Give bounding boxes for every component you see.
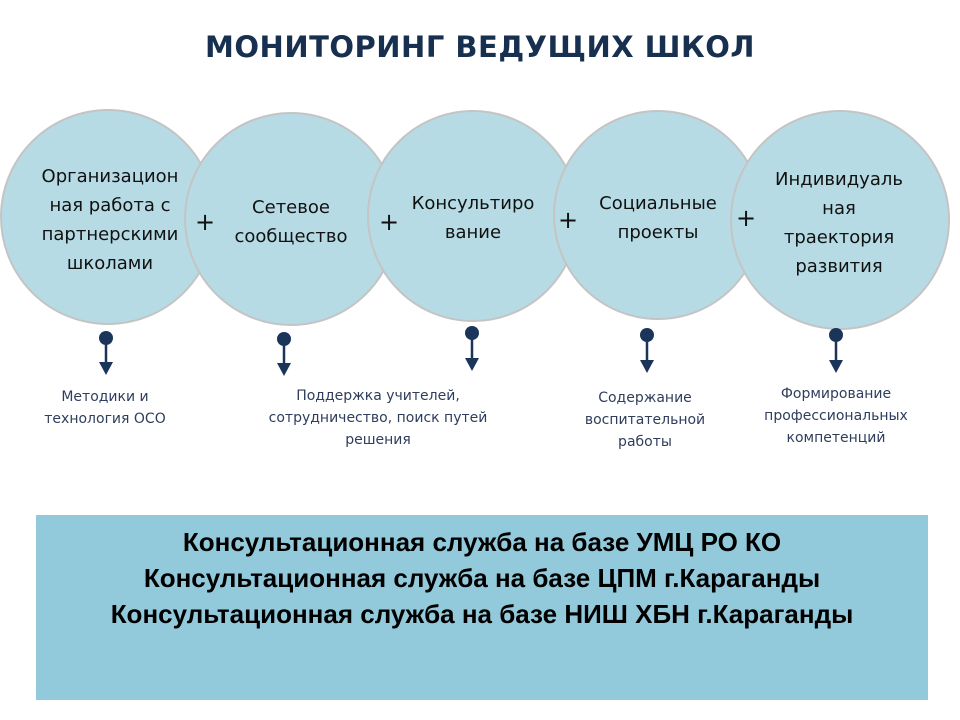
note-2: Поддержка учителей, сотрудничество, поис…: [268, 388, 488, 448]
service-line: Консультационная служба на базе НИШ ХБН …: [110, 599, 854, 629]
arrow-icon-1: [99, 331, 113, 375]
circle-label-3: Консультиро вание: [411, 193, 535, 243]
arrow-icon-2: [277, 332, 291, 376]
service-line: Консультационная служба на базе ЦПМ г.Ка…: [143, 563, 821, 593]
circle-label-1: Организацион ная работа с партнерскими ш…: [41, 166, 179, 274]
note-1: Методики и технология ОСО: [44, 389, 166, 427]
plus-icon: +: [194, 208, 216, 236]
note-5: Формирование профессиональных компетенци…: [764, 386, 908, 446]
plus-icon: +: [735, 204, 757, 232]
circle-label-4: Социальные проекты: [599, 193, 717, 243]
circle-5: [730, 110, 950, 330]
plus-icon: +: [557, 206, 579, 234]
arrow-icon-4: [640, 328, 654, 373]
arrow-icon-3: [465, 326, 479, 371]
note-4: Содержание воспитательной работы: [584, 390, 706, 450]
services-box: Консультационная служба на базе УМЦ РО К…: [36, 515, 928, 700]
service-line: Консультационная служба на базе УМЦ РО К…: [182, 527, 782, 557]
circle-label-2: Сетевое сообщество: [234, 197, 348, 247]
arrow-icon-5: [829, 328, 843, 373]
plus-icon: +: [378, 208, 400, 236]
page-title: МОНИТОРИНГ ВЕДУЩИХ ШКОЛ: [205, 30, 755, 64]
circle-label-5: Индивидуаль ная траектория развития: [775, 169, 903, 277]
